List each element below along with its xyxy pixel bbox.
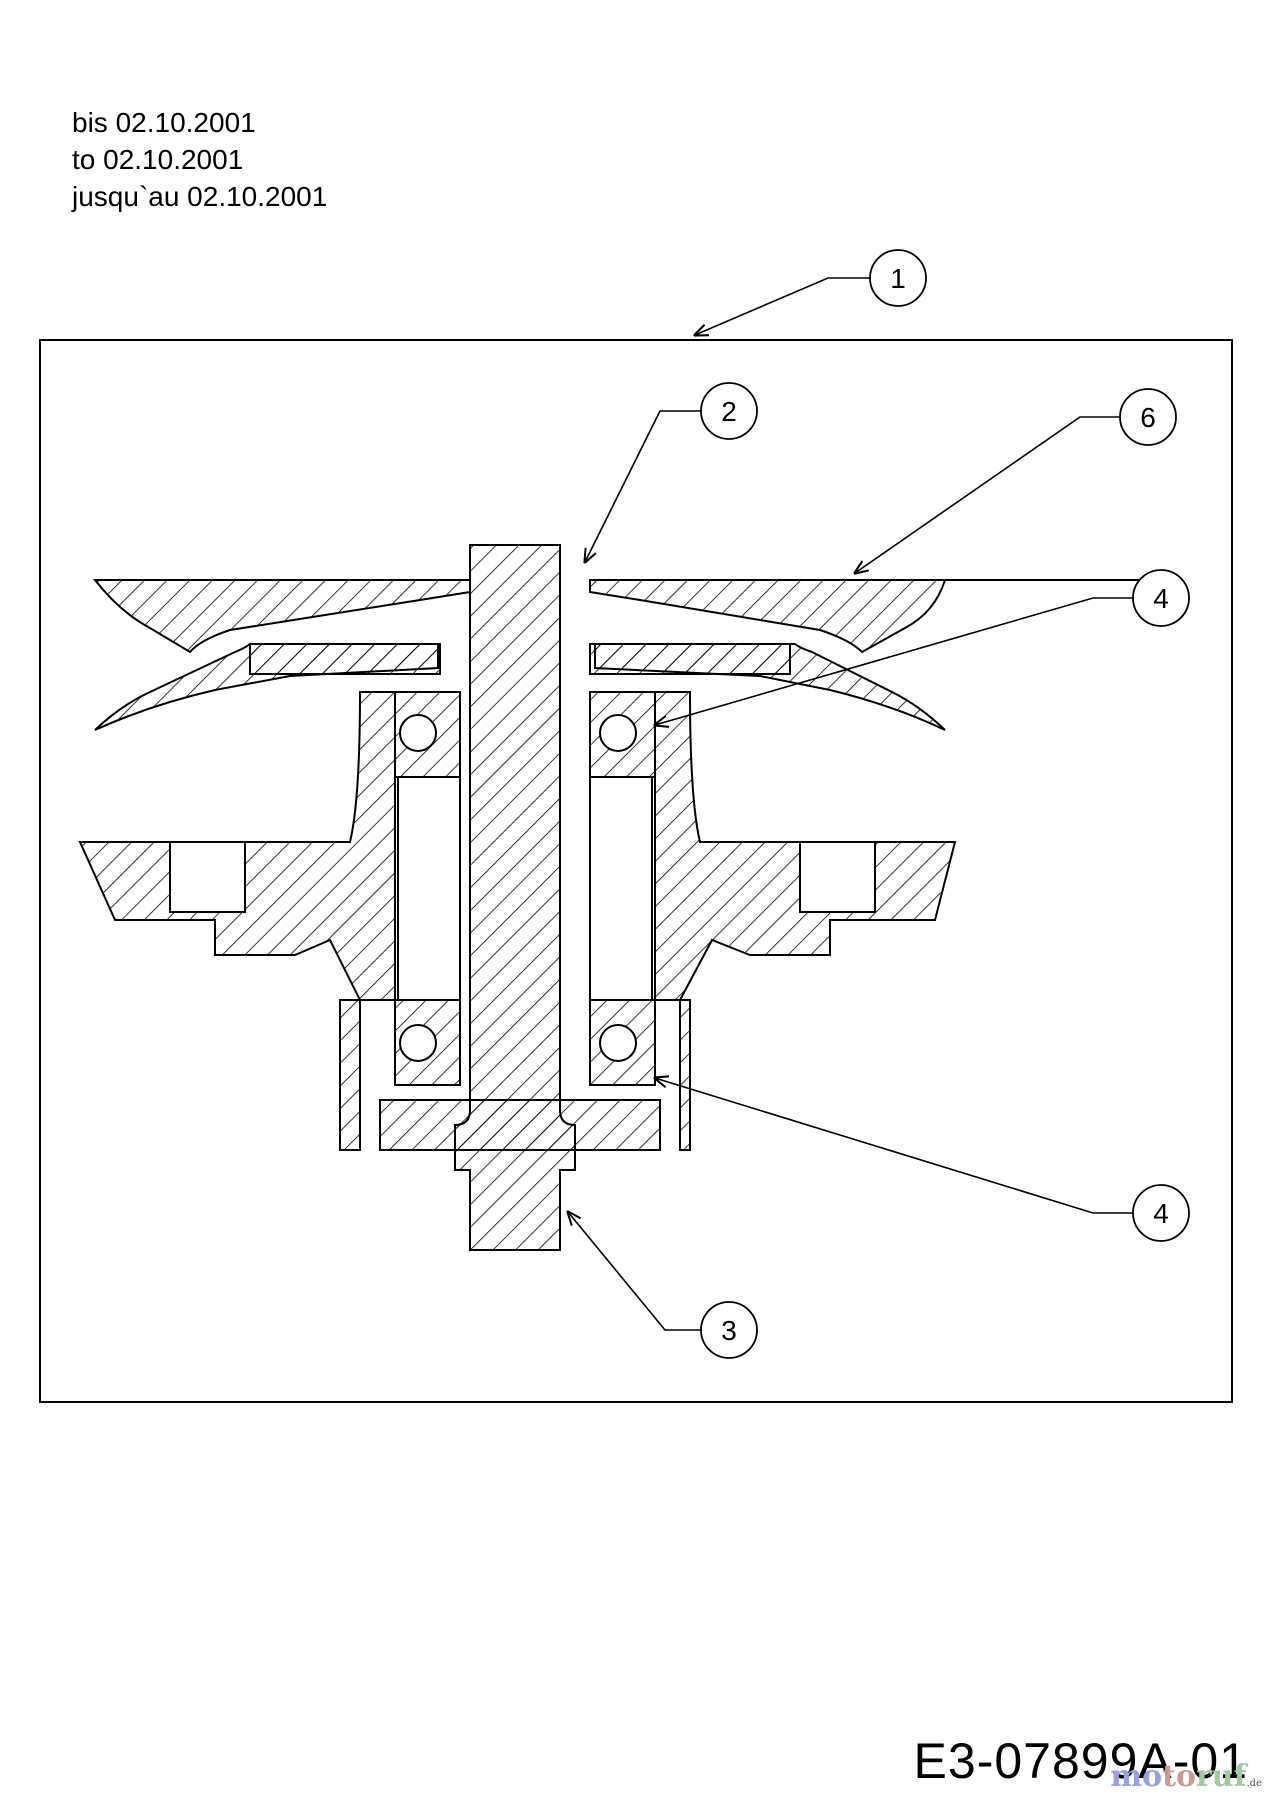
- callout-6: [1119, 388, 1177, 446]
- callout-4-bottom: [1132, 1184, 1190, 1242]
- callout-2-number: 2: [721, 396, 737, 427]
- callout-3: [700, 1301, 758, 1359]
- leader-lines: [568, 277, 1133, 1331]
- validity-note: bis 02.10.2001 to 02.10.2001 jusqu`au 02…: [72, 104, 327, 215]
- bearings: [394, 691, 656, 1086]
- callout-1-number: 1: [890, 263, 906, 294]
- callout-3-number: 3: [721, 1315, 737, 1346]
- callout-bubbles: [700, 249, 1190, 1359]
- validity-line-de: bis 02.10.2001: [72, 107, 256, 138]
- callout-1: [869, 249, 927, 307]
- validity-line-en: to 02.10.2001: [72, 144, 244, 175]
- validity-line-fr: jusqu`au 02.10.2001: [72, 181, 328, 212]
- callout-4-top-number: 4: [1153, 583, 1169, 614]
- watermark-logo: motoruf.de: [1110, 1759, 1262, 1794]
- assembly-frame: [39, 339, 1233, 1403]
- drawing-code: E3-07899A-01: [913, 1733, 1248, 1789]
- callout-6-number: 6: [1140, 402, 1156, 433]
- pulley: [92, 579, 1177, 731]
- callout-2: [700, 382, 758, 440]
- spindle-shaft: [454, 544, 576, 1251]
- callout-4-bottom-number: 4: [1153, 1198, 1169, 1229]
- callout-4-top: [1132, 569, 1190, 627]
- callout-numbers: 1 2 6 4 4 3: [721, 263, 1169, 1346]
